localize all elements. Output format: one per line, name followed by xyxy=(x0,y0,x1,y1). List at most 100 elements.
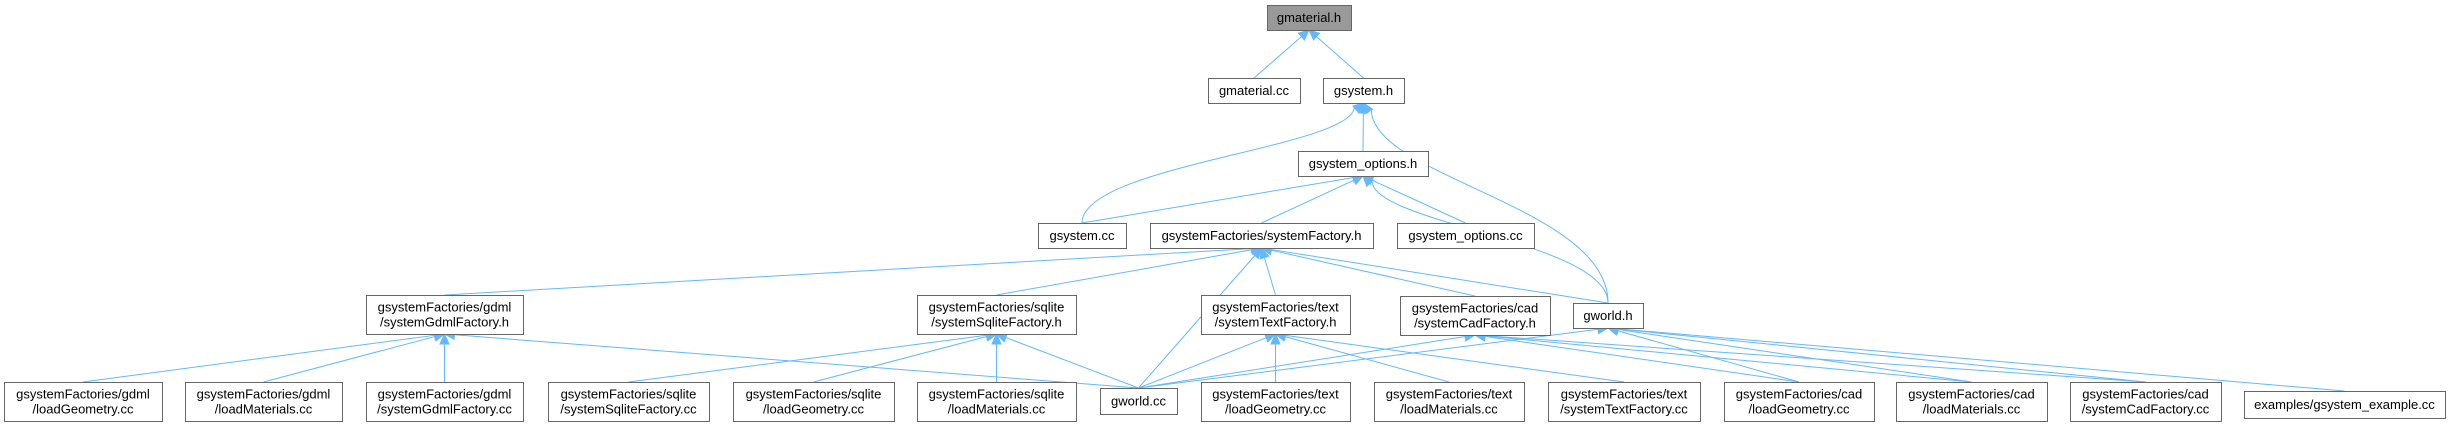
arrowhead-icon xyxy=(1362,175,1375,188)
edge-gdml-load-geometry-cc-to-gdml-factory-h xyxy=(82,330,446,383)
node-box xyxy=(1397,223,1535,249)
edge-line xyxy=(1617,328,1972,383)
node-label: gsystemFactories/text xyxy=(1212,300,1339,315)
node-gsystem-options-cc[interactable]: gsystem_options.cc xyxy=(1397,223,1535,249)
edge-line xyxy=(1081,106,1355,224)
node-gdml-factory-h[interactable]: gsystemFactories/gdml/systemGdmlFactory.… xyxy=(366,295,524,335)
arrowhead-icon xyxy=(439,332,450,345)
edge-text-load-materials-cc-to-text-factory-h xyxy=(1274,331,1450,383)
node-gdml-load-materials-cc[interactable]: gsystemFactories/gdml/loadMaterials.cc xyxy=(185,382,343,422)
node-box xyxy=(548,382,710,422)
node-label: gsystemFactories/sqlite xyxy=(561,387,697,402)
node-box xyxy=(366,382,524,422)
edge-line xyxy=(1617,328,2345,392)
node-sqlite-load-materials-cc[interactable]: gsystemFactories/sqlite/loadMaterials.cc xyxy=(917,382,1077,422)
node-gworld-cc[interactable]: gworld.cc xyxy=(1100,388,1178,415)
edge-line xyxy=(1285,336,1450,383)
node-gsystem-options-h[interactable]: gsystem_options.h xyxy=(1298,151,1429,177)
node-cad-factory-h[interactable]: gsystemFactories/cad/systemCadFactory.h xyxy=(1400,296,1551,336)
edge-gsystem-cc-to-gsystem-options-h xyxy=(1081,172,1365,224)
node-label: gsystemFactories/cad xyxy=(1736,387,1862,402)
node-label: gworld.h xyxy=(1583,308,1632,323)
node-system-factory-h[interactable]: gsystemFactories/systemFactory.h xyxy=(1150,223,1374,249)
arrowhead-icon xyxy=(1362,101,1374,115)
edge-line xyxy=(1263,257,1276,296)
edge-line xyxy=(628,334,987,383)
node-box xyxy=(1400,296,1551,336)
node-box xyxy=(1548,382,1701,422)
edge-line xyxy=(1253,36,1302,79)
node-gworld-h[interactable]: gworld.h xyxy=(1573,303,1644,329)
edge-gsystem-h-to-gmaterial-h xyxy=(1308,29,1364,79)
edge-text-load-geometry-cc-to-text-factory-h xyxy=(1270,332,1281,382)
node-label: /systemTextFactory.cc xyxy=(1560,402,1688,417)
node-label: gsystemFactories/gdml xyxy=(378,387,512,402)
node-label: gsystemFactories/gdml xyxy=(378,300,512,315)
node-box xyxy=(917,295,1077,335)
node-box xyxy=(185,382,343,422)
node-text-load-materials-cc[interactable]: gsystemFactories/text/loadMaterials.cc xyxy=(1374,382,1525,422)
node-label: gmaterial.h xyxy=(1277,10,1341,25)
node-box xyxy=(733,382,895,422)
node-cad-load-materials-cc[interactable]: gsystemFactories/cad/loadMaterials.cc xyxy=(1896,382,2048,422)
edge-line xyxy=(1261,179,1355,224)
node-label: /systemTextFactory.h xyxy=(1215,315,1337,330)
edge-line xyxy=(1617,328,2146,383)
node-label: /systemSqliteFactory.cc xyxy=(560,402,697,417)
edge-line xyxy=(1484,335,1972,383)
node-label: /systemCadFactory.cc xyxy=(2082,402,2210,417)
node-gsystem-example-cc[interactable]: examples/gsystem_example.cc xyxy=(2244,391,2446,419)
node-box xyxy=(1896,382,2048,422)
node-sqlite-load-geometry-cc[interactable]: gsystemFactories/sqlite/loadGeometry.cc xyxy=(733,382,895,422)
edge-line xyxy=(1316,36,1364,79)
node-box xyxy=(366,295,524,335)
arrowhead-icon xyxy=(1352,102,1365,114)
node-text-factory-cc[interactable]: gsystemFactories/text/systemTextFactory.… xyxy=(1548,382,1701,422)
edge-gmaterial-cc-to-gmaterial-h xyxy=(1253,29,1310,79)
node-label: /loadGeometry.cc xyxy=(1225,402,1326,417)
arrowhead-icon xyxy=(1270,332,1281,345)
node-gdml-factory-cc[interactable]: gsystemFactories/gdml/systemGdmlFactory.… xyxy=(366,382,524,422)
node-gsystem-cc[interactable]: gsystem.cc xyxy=(1038,223,1127,249)
edge-line xyxy=(1285,334,1625,383)
edge-gworld-h-to-system-factory-h xyxy=(1260,244,1609,304)
edges-layer xyxy=(82,29,2345,392)
node-box xyxy=(1323,78,1405,104)
edge-line xyxy=(1617,330,1800,383)
node-label: gsystem.h xyxy=(1334,83,1393,98)
edge-line xyxy=(1138,328,1599,389)
node-label: gsystemFactories/text xyxy=(1561,387,1688,402)
node-gsystem-h[interactable]: gsystem.h xyxy=(1323,78,1405,104)
edge-line xyxy=(444,248,1252,296)
edge-gworld-cc-to-cad-factory-h xyxy=(1138,331,1477,389)
node-label: examples/gsystem_example.cc xyxy=(2254,397,2435,412)
arrowhead-icon xyxy=(1308,29,1321,41)
edge-text-factory-h-to-system-factory-h xyxy=(1259,246,1276,296)
node-text-factory-h[interactable]: gsystemFactories/text/systemTextFactory.… xyxy=(1201,295,1351,335)
edge-line xyxy=(263,336,435,383)
edge-sqlite-factory-h-to-system-factory-h xyxy=(996,244,1263,296)
edge-cad-load-geometry-cc-to-gworld-h xyxy=(1606,325,1800,383)
node-label: /loadGeometry.cc xyxy=(763,402,864,417)
node-label: /loadMaterials.cc xyxy=(1400,402,1498,417)
edge-gworld-cc-to-text-factory-h xyxy=(1138,332,1277,389)
node-gdml-load-geometry-cc[interactable]: gsystemFactories/gdml/loadGeometry.cc xyxy=(4,382,163,422)
edge-gsystem-options-cc-to-gsystem-options-h xyxy=(1361,175,1466,224)
node-cad-load-geometry-cc[interactable]: gsystemFactories/cad/loadGeometry.cc xyxy=(1724,382,1875,422)
node-sqlite-factory-h[interactable]: gsystemFactories/sqlite/systemSqliteFact… xyxy=(917,295,1077,335)
arrowhead-icon xyxy=(1259,246,1270,260)
edge-gworld-cc-to-system-factory-h xyxy=(1138,247,1263,389)
node-cad-factory-cc[interactable]: gsystemFactories/cad/systemCadFactory.cc xyxy=(2070,382,2222,422)
edge-sqlite-load-materials-cc-to-sqlite-factory-h xyxy=(991,332,1002,382)
node-label: gworld.cc xyxy=(1111,394,1166,409)
node-sqlite-factory-cc[interactable]: gsystemFactories/sqlite/systemSqliteFact… xyxy=(548,382,710,422)
node-text-load-geometry-cc[interactable]: gsystemFactories/text/loadGeometry.cc xyxy=(1201,382,1351,422)
node-box xyxy=(1201,295,1351,335)
node-label: gsystemFactories/text xyxy=(1212,387,1339,402)
edge-system-factory-h-to-gsystem-options-h xyxy=(1261,175,1365,224)
node-gmaterial-h[interactable]: gmaterial.h xyxy=(1267,5,1352,31)
node-label: /systemGdmlFactory.h xyxy=(380,315,509,330)
node-gmaterial-cc[interactable]: gmaterial.cc xyxy=(1208,78,1301,104)
node-box xyxy=(1038,223,1127,249)
node-label: /systemGdmlFactory.cc xyxy=(377,402,512,417)
